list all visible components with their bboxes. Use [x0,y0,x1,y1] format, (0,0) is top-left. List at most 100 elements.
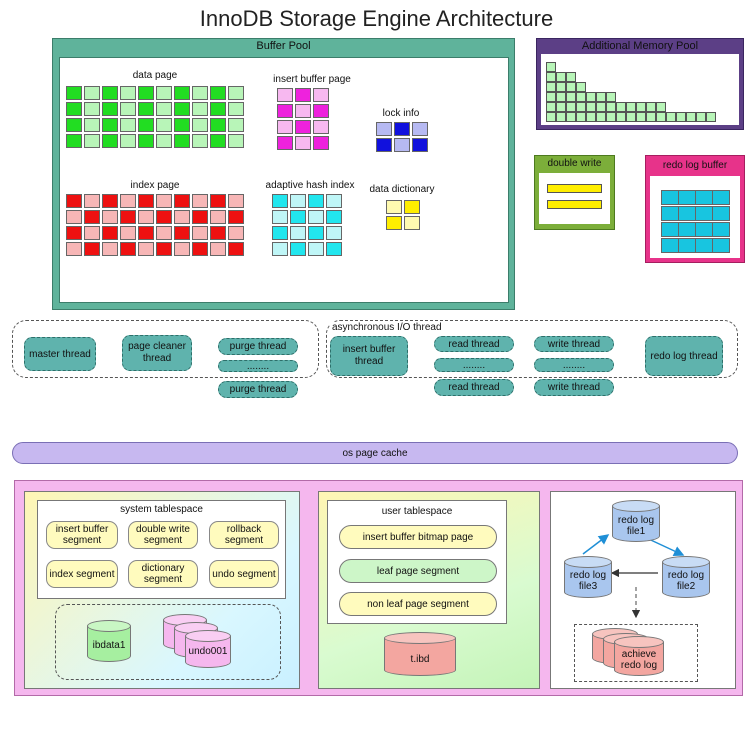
diagram-title: InnoDB Storage Engine Architecture [199,6,554,31]
insert-buffer-page-grid [277,88,329,150]
leaf-page-segment: leaf page segment [339,559,497,583]
purge-thread: purge thread [218,338,298,355]
index-page-cell [174,194,190,208]
data-dictionary-cell [404,216,420,230]
memory-pool-block [566,112,576,122]
memory-pool-block [556,112,566,122]
redo-log-buffer-grid [661,190,730,253]
insert-buffer-segment: insert buffer segment [46,521,118,549]
adaptive-hash-index-cell [326,242,342,256]
memory-pool-block [546,112,556,122]
data-page-cell [102,134,118,148]
redo-log-buffer-cell [695,238,713,253]
redo-log-file2: redo log file2 [662,556,710,600]
lock-info-cell [412,138,428,152]
insert-buffer-page-cell [295,88,311,102]
index-page-cell [192,210,208,224]
insert-buffer-page-cell [313,120,329,134]
write-thread-ellipsis: ........ [534,358,614,372]
redo-log-thread: redo log thread [645,336,723,376]
read-thread-ellipsis: ........ [434,358,514,372]
insert-buffer-page-cell [295,120,311,134]
double-write-title: double write [547,158,602,169]
index-page-cell [66,194,82,208]
memory-pool-block [606,92,616,102]
redo-log-buffer-cell [712,206,730,221]
index-page-cell [174,210,190,224]
redo-log-file3: redo log file3 [564,556,612,600]
memory-pool-block [606,102,616,112]
index-page-cell [84,226,100,240]
page-cleaner-thread: page cleaner thread [122,335,192,371]
double-write-buffer-bar [547,184,602,193]
lock-info-cell [394,138,410,152]
insert-buffer-page-cell [295,136,311,150]
index-page-cell [210,194,226,208]
index-page-cell [120,210,136,224]
t-ibd-file: t.ibd [384,632,456,678]
data-page-cell [84,134,100,148]
memory-pool-block [546,92,556,102]
index-page-cell [174,242,190,256]
index-page-grid [66,194,244,256]
dictionary-segment: dictionary segment [128,560,198,588]
double-write-buffer-bar [547,200,602,209]
data-page-cell [156,118,172,132]
data-page-cell [228,134,244,148]
data-dictionary-grid [386,200,420,230]
data-page-cell [192,118,208,132]
index-page-cell [102,226,118,240]
undo001-label: undo001 [188,646,228,657]
memory-pool-block [616,112,626,122]
data-page-cell [210,86,226,100]
memory-pool-block [596,102,606,112]
data-page-cell [192,86,208,100]
memory-pool-block [626,102,636,112]
lock-info-grid [376,122,428,152]
memory-pool-block [546,82,556,92]
redo-log-buffer-cell [661,238,679,253]
data-page-cell [120,102,136,116]
index-page-cell [174,226,190,240]
data-dictionary-label: data dictionary [369,184,435,195]
memory-pool-block [616,102,626,112]
index-page-cell [228,242,244,256]
index-page-cell [84,210,100,224]
index-page-cell [66,242,82,256]
non-leaf-page-segment: non leaf page segment [339,592,497,616]
insert-buffer-bitmap-page: insert buffer bitmap page [339,525,497,549]
index-page-cell [120,242,136,256]
redo-log-buffer-cell [678,222,696,237]
index-page-cell [138,210,154,224]
insert-buffer-thread: insert buffer thread [330,336,408,376]
system-tablespace-title: system tablespace [120,504,203,515]
archive-redo-log-file: achieve redo log [614,636,664,678]
memory-pool-block [686,112,696,122]
lock-info-label: lock info [382,108,420,119]
insert-buffer-page-cell [277,88,293,102]
data-page-cell [120,86,136,100]
redo-log-buffer-cell [661,190,679,205]
data-page-cell [210,102,226,116]
write-thread: write thread [534,379,614,396]
insert-buffer-page-cell [313,136,329,150]
user-tablespace-title: user tablespace [381,506,453,517]
adaptive-hash-index-cell [272,210,288,224]
data-page-cell [66,86,82,100]
memory-pool-block [556,72,566,82]
memory-pool-block [576,92,586,102]
memory-pool-block [646,112,656,122]
memory-pool-block [546,62,556,72]
memory-pool-block [566,72,576,82]
read-thread: read thread [434,336,514,352]
adaptive-hash-index-cell [290,194,306,208]
data-page-cell [192,134,208,148]
data-dictionary-cell [386,216,402,230]
memory-pool-block [556,102,566,112]
memory-pool-block [586,92,596,102]
data-page-cell [102,118,118,132]
memory-pool-block [556,82,566,92]
insert-buffer-page-cell [313,88,329,102]
redo-log-buffer-cell [661,206,679,221]
memory-pool-block [576,112,586,122]
